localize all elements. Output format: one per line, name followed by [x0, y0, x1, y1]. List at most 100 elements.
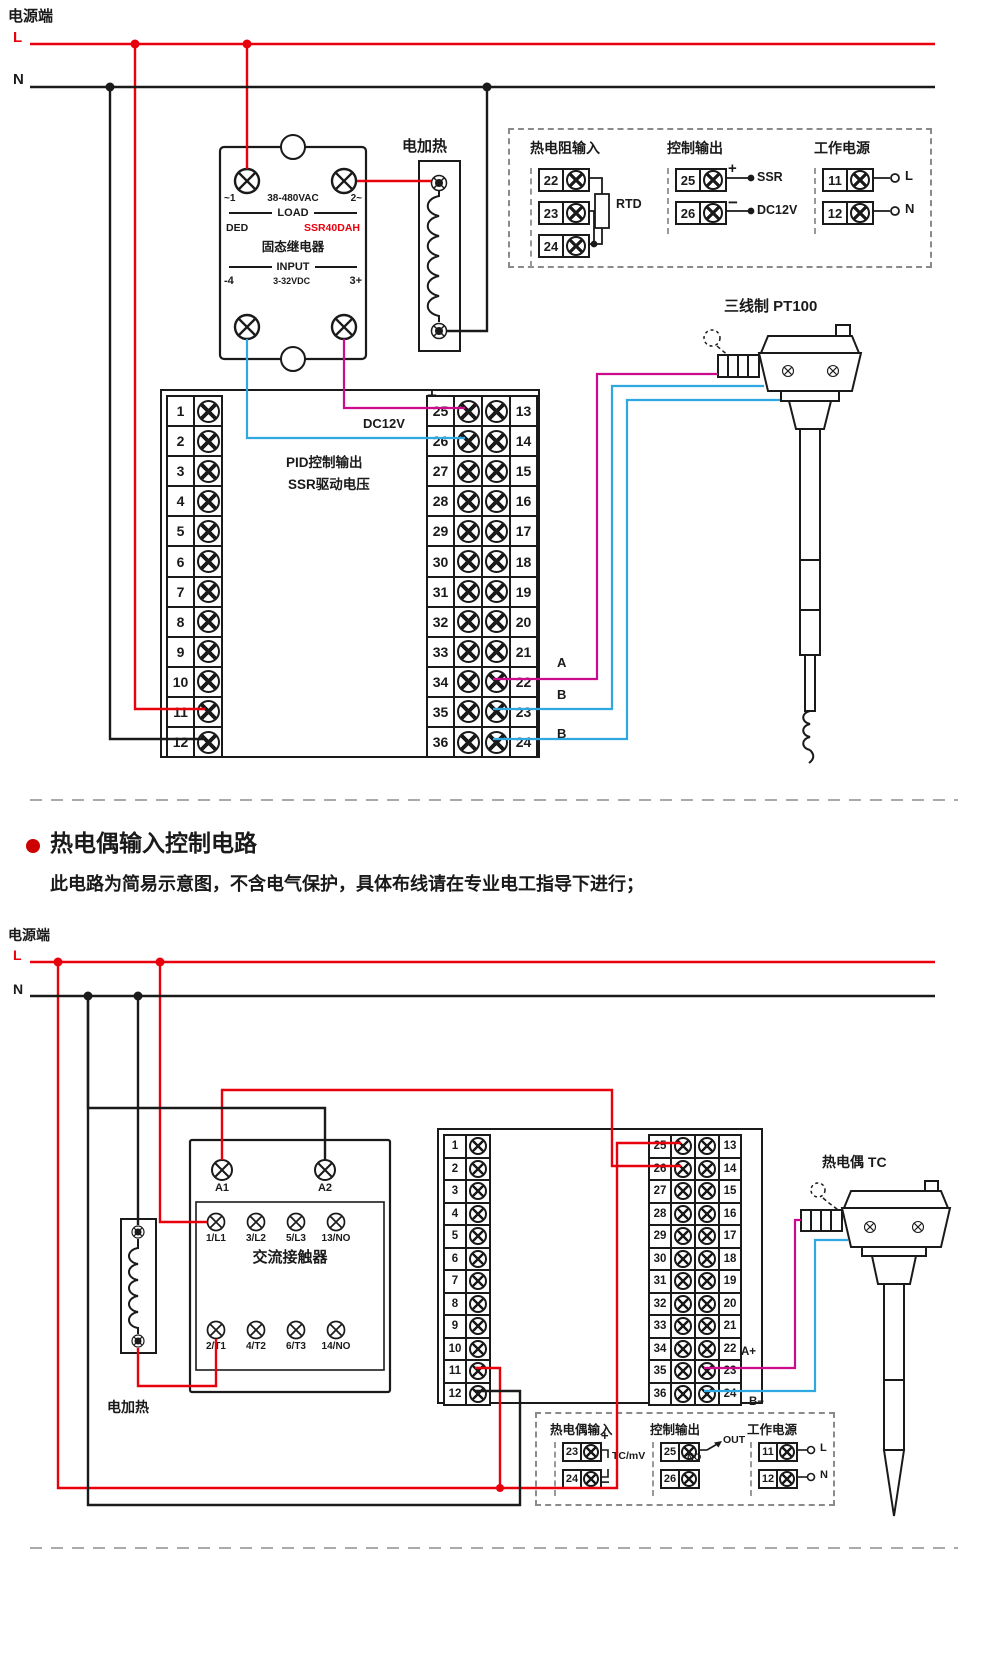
- terminal-row: 6: [166, 545, 223, 578]
- screw-icon: [583, 1471, 599, 1487]
- legend-terminal-row: 12: [822, 201, 874, 225]
- line-n-label-top: N: [13, 71, 24, 88]
- terminal-number: 25: [648, 1134, 672, 1159]
- screw-icon: [674, 1362, 692, 1381]
- screw-icon: [850, 203, 870, 223]
- legend-l-label: L: [905, 168, 913, 183]
- terminal-screw: [678, 1469, 700, 1489]
- terminal-row: 34 22: [648, 1336, 742, 1361]
- terminal-screw: [453, 545, 483, 578]
- terminal-screw: [670, 1179, 696, 1204]
- screw-icon: [674, 1294, 692, 1313]
- heater-label-top: 电加热: [402, 138, 448, 155]
- contactor-terminal-label: 1/L1: [205, 1233, 226, 1244]
- line-l-label-top: L: [13, 29, 23, 46]
- terminal-number: 18: [509, 545, 538, 578]
- terminal-number: 17: [718, 1224, 742, 1249]
- pt100-sensor-label: 三线制 PT100: [724, 298, 818, 315]
- screw-icon: [698, 1137, 716, 1156]
- terminal-number: 4: [443, 1201, 467, 1226]
- terminal-number: 29: [426, 515, 455, 548]
- screw-icon: [469, 1204, 487, 1223]
- terminal-number: 10: [166, 665, 195, 698]
- screw-icon: [456, 489, 480, 513]
- terminal-number: 23: [538, 201, 564, 225]
- terminal-row: 7: [166, 575, 223, 608]
- screw-icon: [196, 459, 220, 483]
- terminal-row: 33 21: [426, 635, 538, 668]
- legend-terminal-row: 25: [675, 168, 727, 192]
- rtd-input-terminals: 22 23 24: [530, 168, 590, 267]
- terminal-number: 23: [562, 1442, 582, 1462]
- screw-icon: [469, 1182, 487, 1201]
- screw-icon: [681, 1444, 697, 1460]
- out-label: OUT: [723, 1434, 746, 1446]
- ssr-load-terminals-row: ~1 38-480VAC 2~: [224, 193, 362, 204]
- terminal-row: 25 13: [426, 395, 538, 428]
- terminal-number: 16: [509, 485, 538, 518]
- legend-terminal-row: 24: [538, 234, 590, 258]
- screw-icon: [484, 459, 508, 483]
- screw-icon: [484, 489, 508, 513]
- screw-icon: [456, 640, 480, 664]
- ssr-module: [218, 134, 368, 372]
- terminal-screw: [670, 1336, 696, 1361]
- terminal-row: 6: [443, 1246, 491, 1271]
- terminal-screw: [453, 455, 483, 488]
- working-power-title: 工作电源: [814, 140, 870, 156]
- terminal-screw: [465, 1201, 491, 1226]
- terminal-number: 21: [718, 1314, 742, 1339]
- screw-icon: [674, 1227, 692, 1246]
- terminal-screw: [193, 515, 223, 548]
- out-arrow-icon: [714, 1441, 722, 1448]
- terminal-row: 31 19: [648, 1269, 742, 1294]
- screw-icon: [674, 1249, 692, 1268]
- terminal-row: 36 24: [648, 1381, 742, 1406]
- terminal-screw: [465, 1224, 491, 1249]
- tc-minus-label: −: [601, 1474, 610, 1491]
- terminal-screw: [670, 1156, 696, 1181]
- legend-terminal-row: 26: [675, 201, 727, 225]
- terminal-number: 35: [426, 695, 455, 729]
- screw-icon: [469, 1294, 487, 1313]
- terminal-number: 30: [648, 1246, 672, 1271]
- terminal-number: 34: [648, 1336, 672, 1361]
- screw-icon: [469, 1339, 487, 1358]
- terminal-number: 15: [509, 455, 538, 488]
- terminal-screw: [670, 1291, 696, 1316]
- screw-icon: [469, 1362, 487, 1381]
- screw-icon: [196, 670, 220, 694]
- screw-icon: [698, 1159, 716, 1178]
- terminal-screw: [453, 635, 483, 668]
- screw-icon: [196, 700, 220, 724]
- terminal-number: 22: [538, 168, 564, 192]
- terminal-row: 30 18: [648, 1246, 742, 1271]
- terminal-screw: [193, 665, 223, 698]
- line-n-label-bottom: N: [13, 981, 24, 997]
- screw-icon: [196, 519, 220, 543]
- terminal-row: 28 16: [648, 1201, 742, 1226]
- screw-icon: [456, 610, 480, 634]
- contactor-a1-label: A1: [214, 1182, 230, 1194]
- terminal-number: 4: [166, 485, 195, 518]
- terminal-number: 36: [426, 726, 455, 759]
- ssr-terminal-1: ~1: [224, 193, 236, 204]
- wire-b1-label: B: [557, 687, 567, 702]
- screw-icon: [850, 170, 870, 190]
- screw-icon: [779, 1444, 795, 1460]
- terminal-number: 9: [443, 1314, 467, 1339]
- screw-icon: [196, 730, 220, 754]
- terminal-row: 9: [166, 635, 223, 668]
- terminal-number: 10: [443, 1336, 467, 1361]
- legend-top-decor: [586, 173, 900, 248]
- terminal-row: 26 14: [648, 1156, 742, 1181]
- section-bullet: [26, 839, 40, 853]
- screw-icon: [566, 236, 586, 256]
- contactor-terminal-label: 14/NO: [321, 1341, 351, 1352]
- terminal-screw: [694, 1314, 720, 1339]
- terminal-row: 10: [443, 1336, 491, 1361]
- terminal-row: 9: [443, 1314, 491, 1339]
